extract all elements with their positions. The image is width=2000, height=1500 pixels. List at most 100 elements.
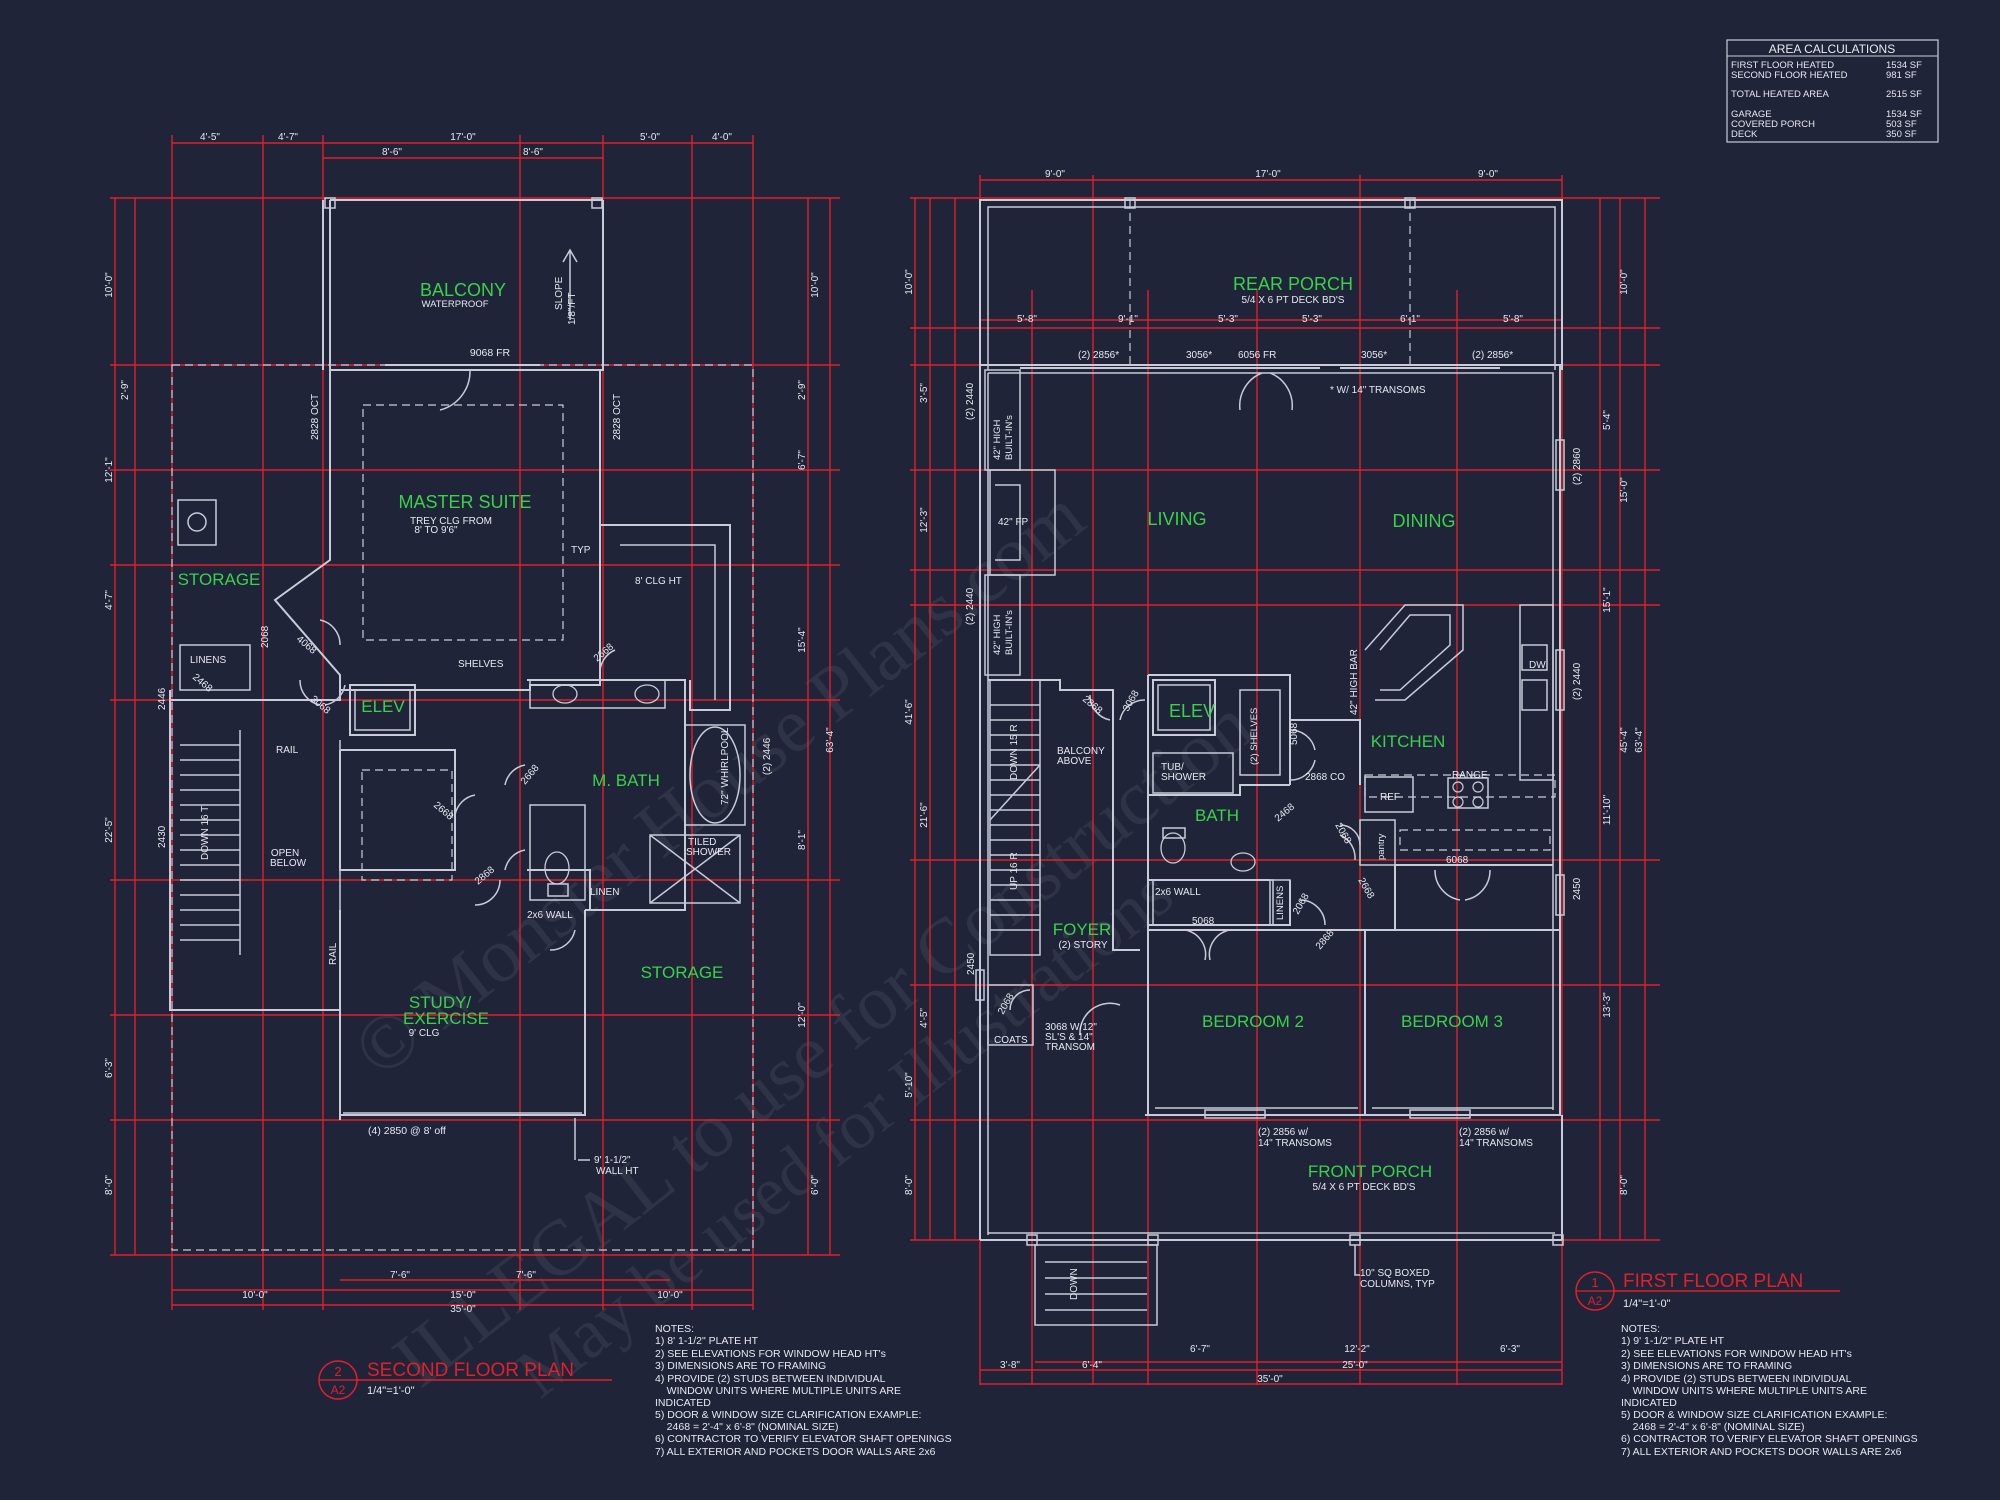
dimension-label: 9'-0" bbox=[1045, 169, 1065, 180]
area-calc-label: DECK bbox=[1731, 129, 1758, 140]
area-calc-label: SECOND FLOOR HEATED bbox=[1731, 70, 1848, 81]
appliance-label: RANGE bbox=[1452, 770, 1488, 781]
dimension-label: 6'-7" bbox=[1190, 1344, 1210, 1355]
watermark: © Monster House Plans.com ILLEGAL to use… bbox=[337, 471, 1268, 1413]
note-line: 2468 = 2'-4" x 6'-8" (NOMINAL SIZE) bbox=[655, 1421, 839, 1433]
window-tag: (2) 2860 bbox=[1572, 447, 1583, 485]
second-floor-title-block: 2 A2 SECOND FLOOR PLAN 1/4"=1'-0" bbox=[318, 1360, 612, 1400]
room-label-study: STUDY/ bbox=[409, 993, 472, 1012]
plan-annotation: 10" SQ BOXED bbox=[1360, 1268, 1430, 1279]
dimension-label: 10'-0" bbox=[104, 272, 115, 298]
plan-annotation: 2x6 WALL bbox=[527, 910, 573, 921]
note-line: 5) DOOR & WINDOW SIZE CLARIFICATION EXAM… bbox=[1621, 1409, 1887, 1421]
note-line: 7) ALL EXTERIOR AND POCKETS DOOR WALLS A… bbox=[655, 1446, 936, 1458]
dimension-label: 5'-4" bbox=[1602, 410, 1613, 430]
window-tag: (2) 2856 w/ bbox=[1459, 1127, 1509, 1138]
dimension-label: 15'-0" bbox=[1619, 477, 1630, 503]
dimension-label: 12'-0" bbox=[797, 1002, 808, 1028]
door-tag: 3068 bbox=[308, 694, 332, 717]
room-label-elevator: ELEV bbox=[1169, 701, 1215, 721]
dimension-label: 5'-0" bbox=[640, 132, 660, 143]
dimension-label: 4'-0" bbox=[712, 132, 732, 143]
dimension-label: 15'-1" bbox=[1602, 587, 1613, 613]
plan-annotation: DOWN 16 T bbox=[200, 806, 211, 860]
dimension-label: 7'-6" bbox=[516, 1270, 536, 1281]
room-label-living: LIVING bbox=[1147, 509, 1206, 529]
door-tag: 6056 FR bbox=[1238, 350, 1276, 361]
note-line: 1) 8' 1-1/2" PLATE HT bbox=[655, 1335, 759, 1347]
room-label-front-porch: FRONT PORCH bbox=[1308, 1162, 1432, 1181]
door-tag: 2468 bbox=[1273, 801, 1297, 824]
room-label-storage: STORAGE bbox=[178, 570, 261, 589]
door-tag: TRANSOM bbox=[1045, 1042, 1095, 1053]
plan-annotation: SLOPE bbox=[554, 276, 565, 310]
dimension-label: 10'-0" bbox=[242, 1290, 268, 1301]
plan-annotation: 1/8"/FT bbox=[567, 293, 578, 325]
plan-annotation: * W/ 14" TRANSOMS bbox=[1330, 385, 1426, 396]
plan-annotation: LINEN bbox=[590, 887, 619, 898]
dimension-label: 4'-7" bbox=[278, 132, 298, 143]
door-tag: 2068 bbox=[260, 625, 271, 648]
window-tag: 2430 bbox=[157, 825, 168, 848]
dimension-label: 4'-5" bbox=[200, 132, 220, 143]
dimension-label: 6'-7" bbox=[797, 450, 808, 470]
note-line: WINDOW UNITS WHERE MULTIPLE UNITS ARE bbox=[655, 1385, 901, 1397]
window-tag: (2) 2446 bbox=[762, 737, 773, 775]
window-tag: 14" TRANSOMS bbox=[1459, 1138, 1533, 1149]
dimension-label: 41'-6" bbox=[904, 699, 915, 725]
room-sublabel: 9' CLG bbox=[409, 1028, 440, 1039]
dimension-label: 8'-0" bbox=[1619, 1175, 1630, 1195]
window-tag: 2450 bbox=[966, 952, 977, 975]
note-line: 2) SEE ELEVATIONS FOR WINDOW HEAD HT's bbox=[655, 1348, 886, 1360]
appliance-label: DW bbox=[1529, 660, 1546, 671]
plan-annotation: 9' 1-1/2" bbox=[594, 1155, 631, 1166]
window-tag: 3056* bbox=[1361, 350, 1387, 361]
door-tag: 2868 bbox=[473, 864, 497, 887]
dimension-label: 10'-0" bbox=[810, 272, 821, 298]
plan-annotation: LINENS bbox=[1275, 886, 1286, 920]
plan-title: FIRST FLOOR PLAN bbox=[1623, 1271, 1803, 1292]
plan-annotation: 9068 FR bbox=[470, 347, 511, 359]
dimension-label: 6'-3" bbox=[1500, 1344, 1520, 1355]
door-tag: 2668 bbox=[1355, 876, 1376, 901]
window-tag: 2450 bbox=[1572, 877, 1583, 900]
plan-annotation: 8' CLG HT bbox=[635, 576, 682, 587]
first-floor-plan: 9'-0" 17'-0" 9'-0" 5'-8" 9'-1" 5'-3" 5'-… bbox=[904, 169, 1918, 1458]
dimension-label: 12'-1" bbox=[104, 457, 115, 483]
plan-annotation: DOWN bbox=[1069, 1268, 1080, 1300]
plan-annotation: TYP bbox=[571, 545, 591, 556]
note-line: 5) DOOR & WINDOW SIZE CLARIFICATION EXAM… bbox=[655, 1409, 921, 1421]
dimension-label: 6'-0" bbox=[810, 1175, 821, 1195]
dimension-label: 45'-4" bbox=[1619, 727, 1630, 753]
dimension-label: 5'-10" bbox=[904, 1072, 915, 1098]
watermark-line2: ILLEGAL to use for Construction bbox=[377, 680, 1268, 1403]
note-line: 3) DIMENSIONS ARE TO FRAMING bbox=[1621, 1360, 1792, 1372]
dimension-label: 4'-7" bbox=[104, 590, 115, 610]
plan-annotation: TILED bbox=[688, 837, 716, 848]
notes-title: NOTES: bbox=[1621, 1323, 1660, 1335]
dimension-label: 12'-2" bbox=[1344, 1344, 1370, 1355]
dimension-label: 3'-8" bbox=[1000, 1360, 1020, 1371]
area-calc-value: 350 SF bbox=[1886, 129, 1917, 140]
dimension-label: 22'-5" bbox=[104, 817, 115, 843]
area-calc-label: GARAGE bbox=[1731, 109, 1772, 120]
window-tag: (2) 2856* bbox=[1472, 350, 1513, 361]
dimension-label: 35'-0" bbox=[1257, 1374, 1283, 1385]
first-floor-stair-treads bbox=[990, 704, 1040, 931]
note-line: INDICATED bbox=[1621, 1397, 1677, 1409]
room-label-master-suite: MASTER SUITE bbox=[398, 492, 531, 512]
plan-scale: 1/4"=1'-0" bbox=[367, 1385, 415, 1397]
plan-annotation: DOWN 15 R bbox=[1009, 724, 1020, 780]
appliance-label: REF bbox=[1380, 792, 1400, 803]
dimension-label: 15'-0" bbox=[450, 1290, 476, 1301]
room-label-bedroom-3: BEDROOM 3 bbox=[1401, 1012, 1503, 1031]
dimension-label: 8'-6" bbox=[382, 147, 402, 158]
dimension-label: 8'-1" bbox=[797, 830, 808, 850]
dimension-label: 13'-3" bbox=[1602, 992, 1613, 1018]
plan-annotation: (2) SHELVES bbox=[1249, 708, 1260, 765]
door-tag: SL'S & 14" bbox=[1045, 1032, 1093, 1043]
first-floor-dimension-lines bbox=[910, 175, 1660, 1385]
room-label-dining: DINING bbox=[1393, 511, 1456, 531]
room-sublabel: 5/4 X 6 PT DECK BD'S bbox=[1242, 295, 1345, 306]
dimension-label: 3'-5" bbox=[919, 383, 930, 403]
